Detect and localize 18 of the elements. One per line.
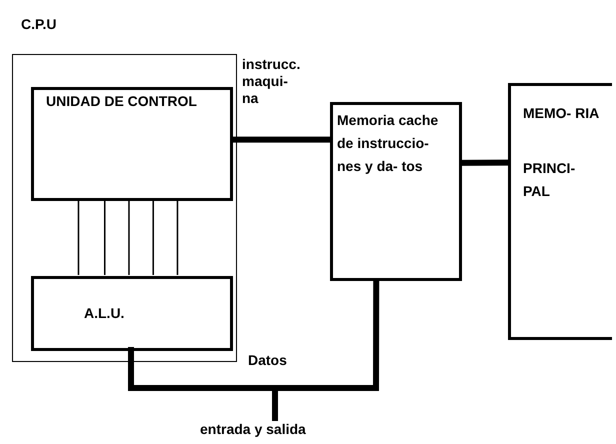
signal-line [128,200,130,275]
signal-line [78,200,80,275]
signal-line [176,200,178,275]
block-box [31,87,233,201]
box-text: Memoria cache de instruccio- nes y da- tos [337,111,440,176]
box-text: A.L.U. [84,304,124,323]
block-box [330,102,462,281]
box-text: PRINCI- PAL [523,159,576,201]
block-box [508,83,612,340]
block-box [31,276,233,351]
signal-line [152,200,154,275]
signal-line [104,200,106,275]
box-text: MEMO- RIA [523,104,600,123]
bus-line [462,160,508,166]
box-heading: C.P.U [21,15,57,34]
box-text: entrada y salida [200,420,307,439]
box-text: UNIDAD DE CONTROL [46,92,198,111]
bus-line [232,136,330,143]
